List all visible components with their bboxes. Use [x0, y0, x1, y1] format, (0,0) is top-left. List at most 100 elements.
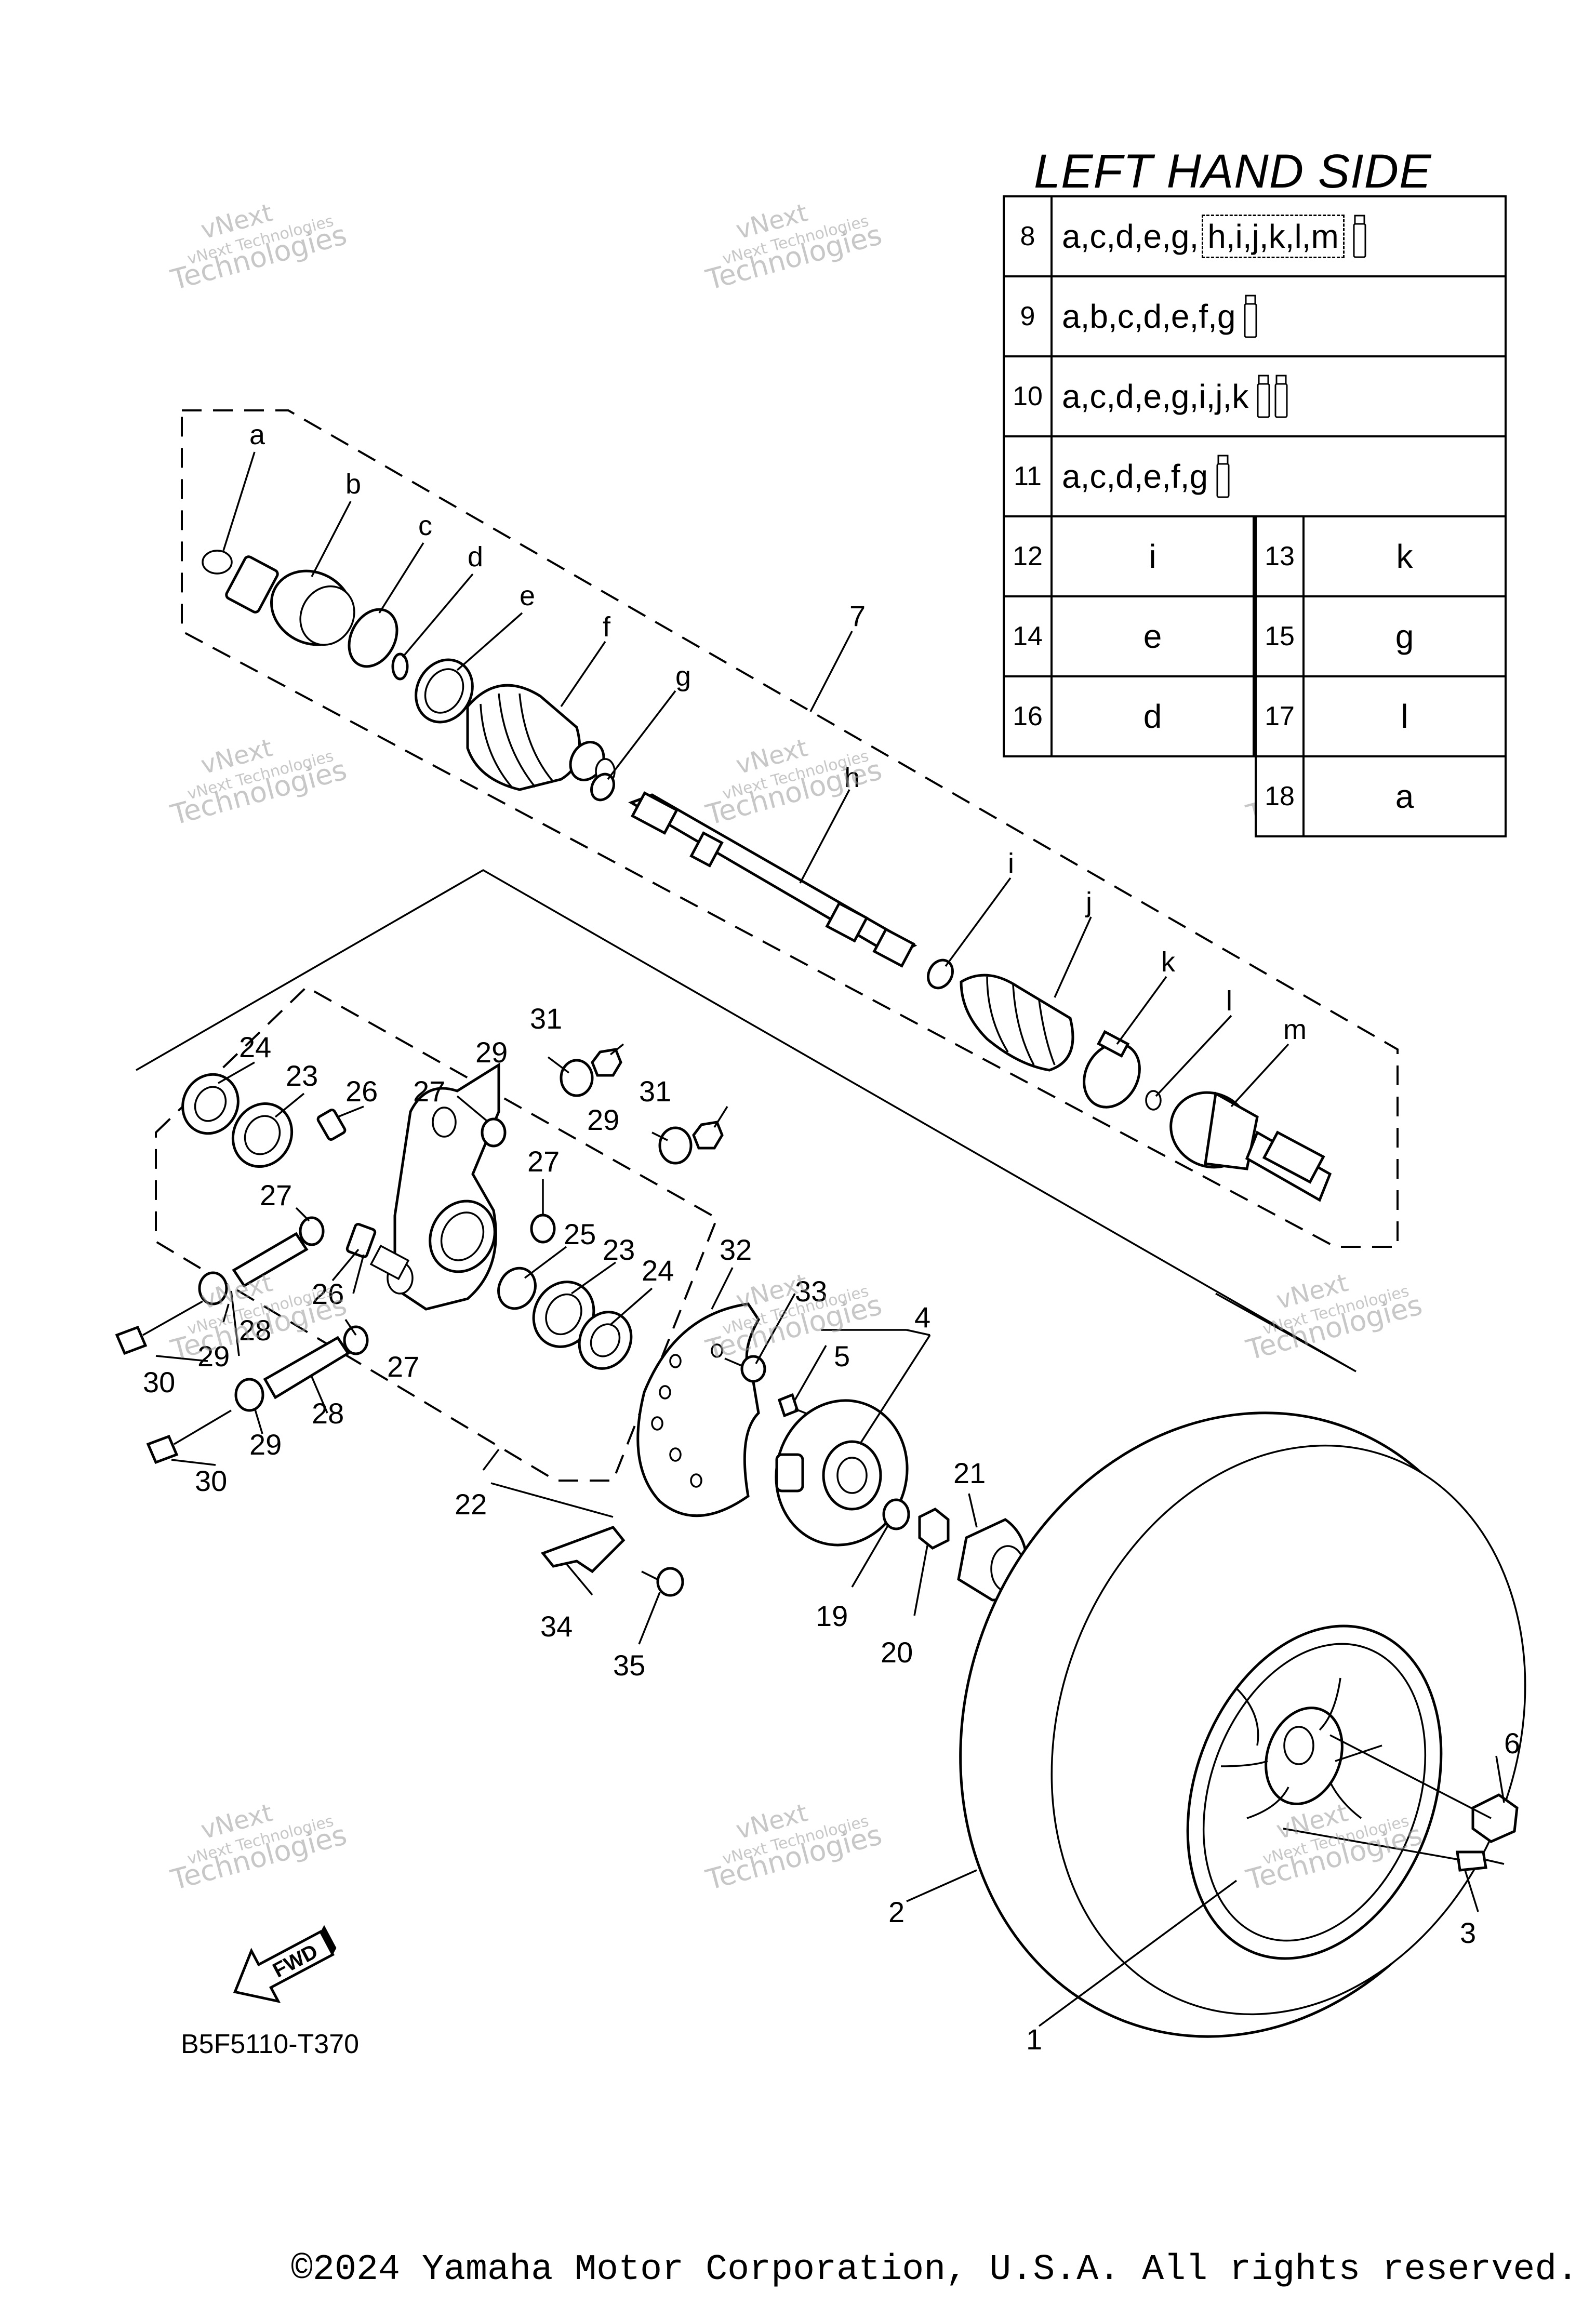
circlip-a [202, 550, 233, 575]
legend-row-value: a,c,d,e,f,g [1053, 437, 1505, 515]
collar-29-left-b [234, 1378, 264, 1412]
legend-row-value: a,c,d,e,g, h,i,j,k,l,m [1053, 197, 1505, 275]
callout-h: h [844, 762, 860, 793]
bushing-27-b [530, 1214, 556, 1244]
callout-7: 7 [849, 599, 866, 632]
watermark: vNext vNext Technologies Technologies [702, 1798, 885, 1897]
hub-4 [775, 1399, 909, 1547]
legend-row-value: a [1395, 778, 1414, 815]
watermark: vNext vNext Technologies Technologies [702, 733, 885, 832]
legend-title: LEFT HAND SIDE [1034, 145, 1432, 198]
legend-row-number: 16 [1005, 677, 1053, 755]
callout-e: e [520, 580, 535, 611]
wheel-1 [1186, 1624, 1443, 1960]
legend-row-parts: a,c,d,e,g,i,j,k [1062, 378, 1249, 415]
callout-l: l [1226, 985, 1232, 1017]
legend-row-15: 15 g [1255, 595, 1507, 677]
callout-32: 32 [720, 1233, 752, 1266]
legend-row-value: g [1395, 618, 1414, 655]
inner-joint-m [1169, 1091, 1332, 1202]
callout-26-mid: 26 [312, 1277, 344, 1310]
callout-30-b: 30 [195, 1464, 227, 1497]
fwd-arrow-icon: FWD [223, 1917, 343, 2018]
watermark: vNext vNext Technologies Technologies [702, 198, 885, 297]
callout-31-right: 31 [639, 1075, 671, 1108]
legend-row-8: 8 a,c,d,e,g, h,i,j,k,l,m [1003, 195, 1507, 277]
legend-row-16: 16 d [1003, 675, 1255, 757]
leader-lines [155, 451, 1505, 2027]
nut-31-b [692, 1121, 724, 1150]
screw-35 [641, 1567, 684, 1597]
callout-19: 19 [816, 1600, 848, 1632]
legend-row-number: 11 [1005, 437, 1053, 515]
callout-29-right: 29 [587, 1103, 619, 1136]
legend-row-number: 12 [1005, 517, 1053, 595]
spacer-25 [497, 1267, 537, 1310]
legend-row-11: 11 a,c,d,e,f,g [1003, 435, 1507, 517]
screw-33 [724, 1355, 766, 1383]
collar-28-a [232, 1232, 309, 1288]
callout-a: a [249, 419, 265, 450]
legend-row-10: 10 a,c,d,e,g,i,j,k [1003, 355, 1507, 437]
callout-27-d: 27 [387, 1350, 419, 1383]
legend-row-value: a,b,c,d,e,f,g [1053, 277, 1505, 355]
legend-row-17: 17 l [1255, 675, 1507, 757]
oil-seal-24-left [181, 1073, 240, 1135]
callout-g: g [675, 661, 691, 692]
watermark: vNext vNext Technologies Technologies [1243, 1268, 1426, 1367]
callout-23-right: 23 [603, 1233, 635, 1266]
driveshaft-group-outline [181, 409, 1399, 1248]
legend-row-number: 13 [1257, 517, 1305, 595]
boot-f [466, 684, 616, 791]
callout-31-top: 31 [530, 1002, 562, 1035]
callout-24-left: 24 [239, 1031, 271, 1063]
callout-m: m [1283, 1014, 1307, 1045]
copyright-notice: ©2024 Yamaha Motor Corporation, U.S.A. A… [291, 2249, 1579, 2290]
callout-b: b [345, 469, 361, 500]
callout-28-a: 28 [239, 1314, 271, 1347]
callout-35: 35 [613, 1649, 645, 1682]
boot-j [960, 974, 1074, 1072]
callout-d: d [468, 541, 483, 572]
grease-tube-icon [1353, 214, 1366, 259]
callout-21: 21 [953, 1457, 986, 1489]
callout-29-top: 29 [475, 1036, 508, 1069]
legend-row-number: 15 [1257, 597, 1305, 675]
grease-tube-icon [1274, 374, 1288, 419]
collar-29-right [658, 1126, 693, 1165]
oil-seal-24-right [578, 1311, 633, 1370]
grease-tube-icon [1257, 374, 1270, 419]
callout-labels: a b c d e f g h i j k l m 7 24 23 26 27 … [143, 419, 1520, 2056]
callout-28-b: 28 [312, 1397, 344, 1430]
callout-24-right: 24 [642, 1254, 674, 1287]
bushing-27-c [299, 1216, 325, 1246]
legend-row-number: 17 [1257, 677, 1305, 755]
boot-band-i [927, 958, 954, 990]
legend-row-number: 14 [1005, 597, 1053, 675]
collar-29-left-a [198, 1271, 228, 1305]
legend-row-parts: a,c,d,e,g, [1062, 218, 1199, 255]
legend-row-9: 9 a,b,c,d,e,f,g [1003, 275, 1507, 357]
callout-5: 5 [834, 1340, 850, 1373]
callout-6: 6 [1504, 1727, 1520, 1760]
grease-tube-icon [1216, 454, 1230, 499]
callout-30-a: 30 [143, 1366, 175, 1398]
callout-33: 33 [795, 1275, 827, 1308]
grease-nipple-26-mid [345, 1223, 377, 1258]
legend-row-number: 18 [1257, 757, 1305, 835]
diagram-code: B5F5110-T370 [181, 2029, 360, 2059]
callout-f: f [603, 611, 611, 643]
bracket-34 [540, 1526, 626, 1574]
bushing-27-d [343, 1325, 369, 1355]
callout-27-a: 27 [413, 1075, 445, 1108]
legend-row-value: d [1143, 698, 1162, 735]
callout-29-left-b: 29 [249, 1428, 282, 1461]
washer-19 [882, 1498, 910, 1530]
nut-31-a [591, 1048, 622, 1077]
circlip-c [348, 608, 398, 668]
watermark: vNext vNext Technologies Technologies [702, 1268, 885, 1367]
boot-band-g [590, 772, 615, 802]
outer-joint-b [225, 555, 355, 646]
boot-band-e [415, 658, 474, 724]
bushing-27-a [481, 1117, 507, 1148]
